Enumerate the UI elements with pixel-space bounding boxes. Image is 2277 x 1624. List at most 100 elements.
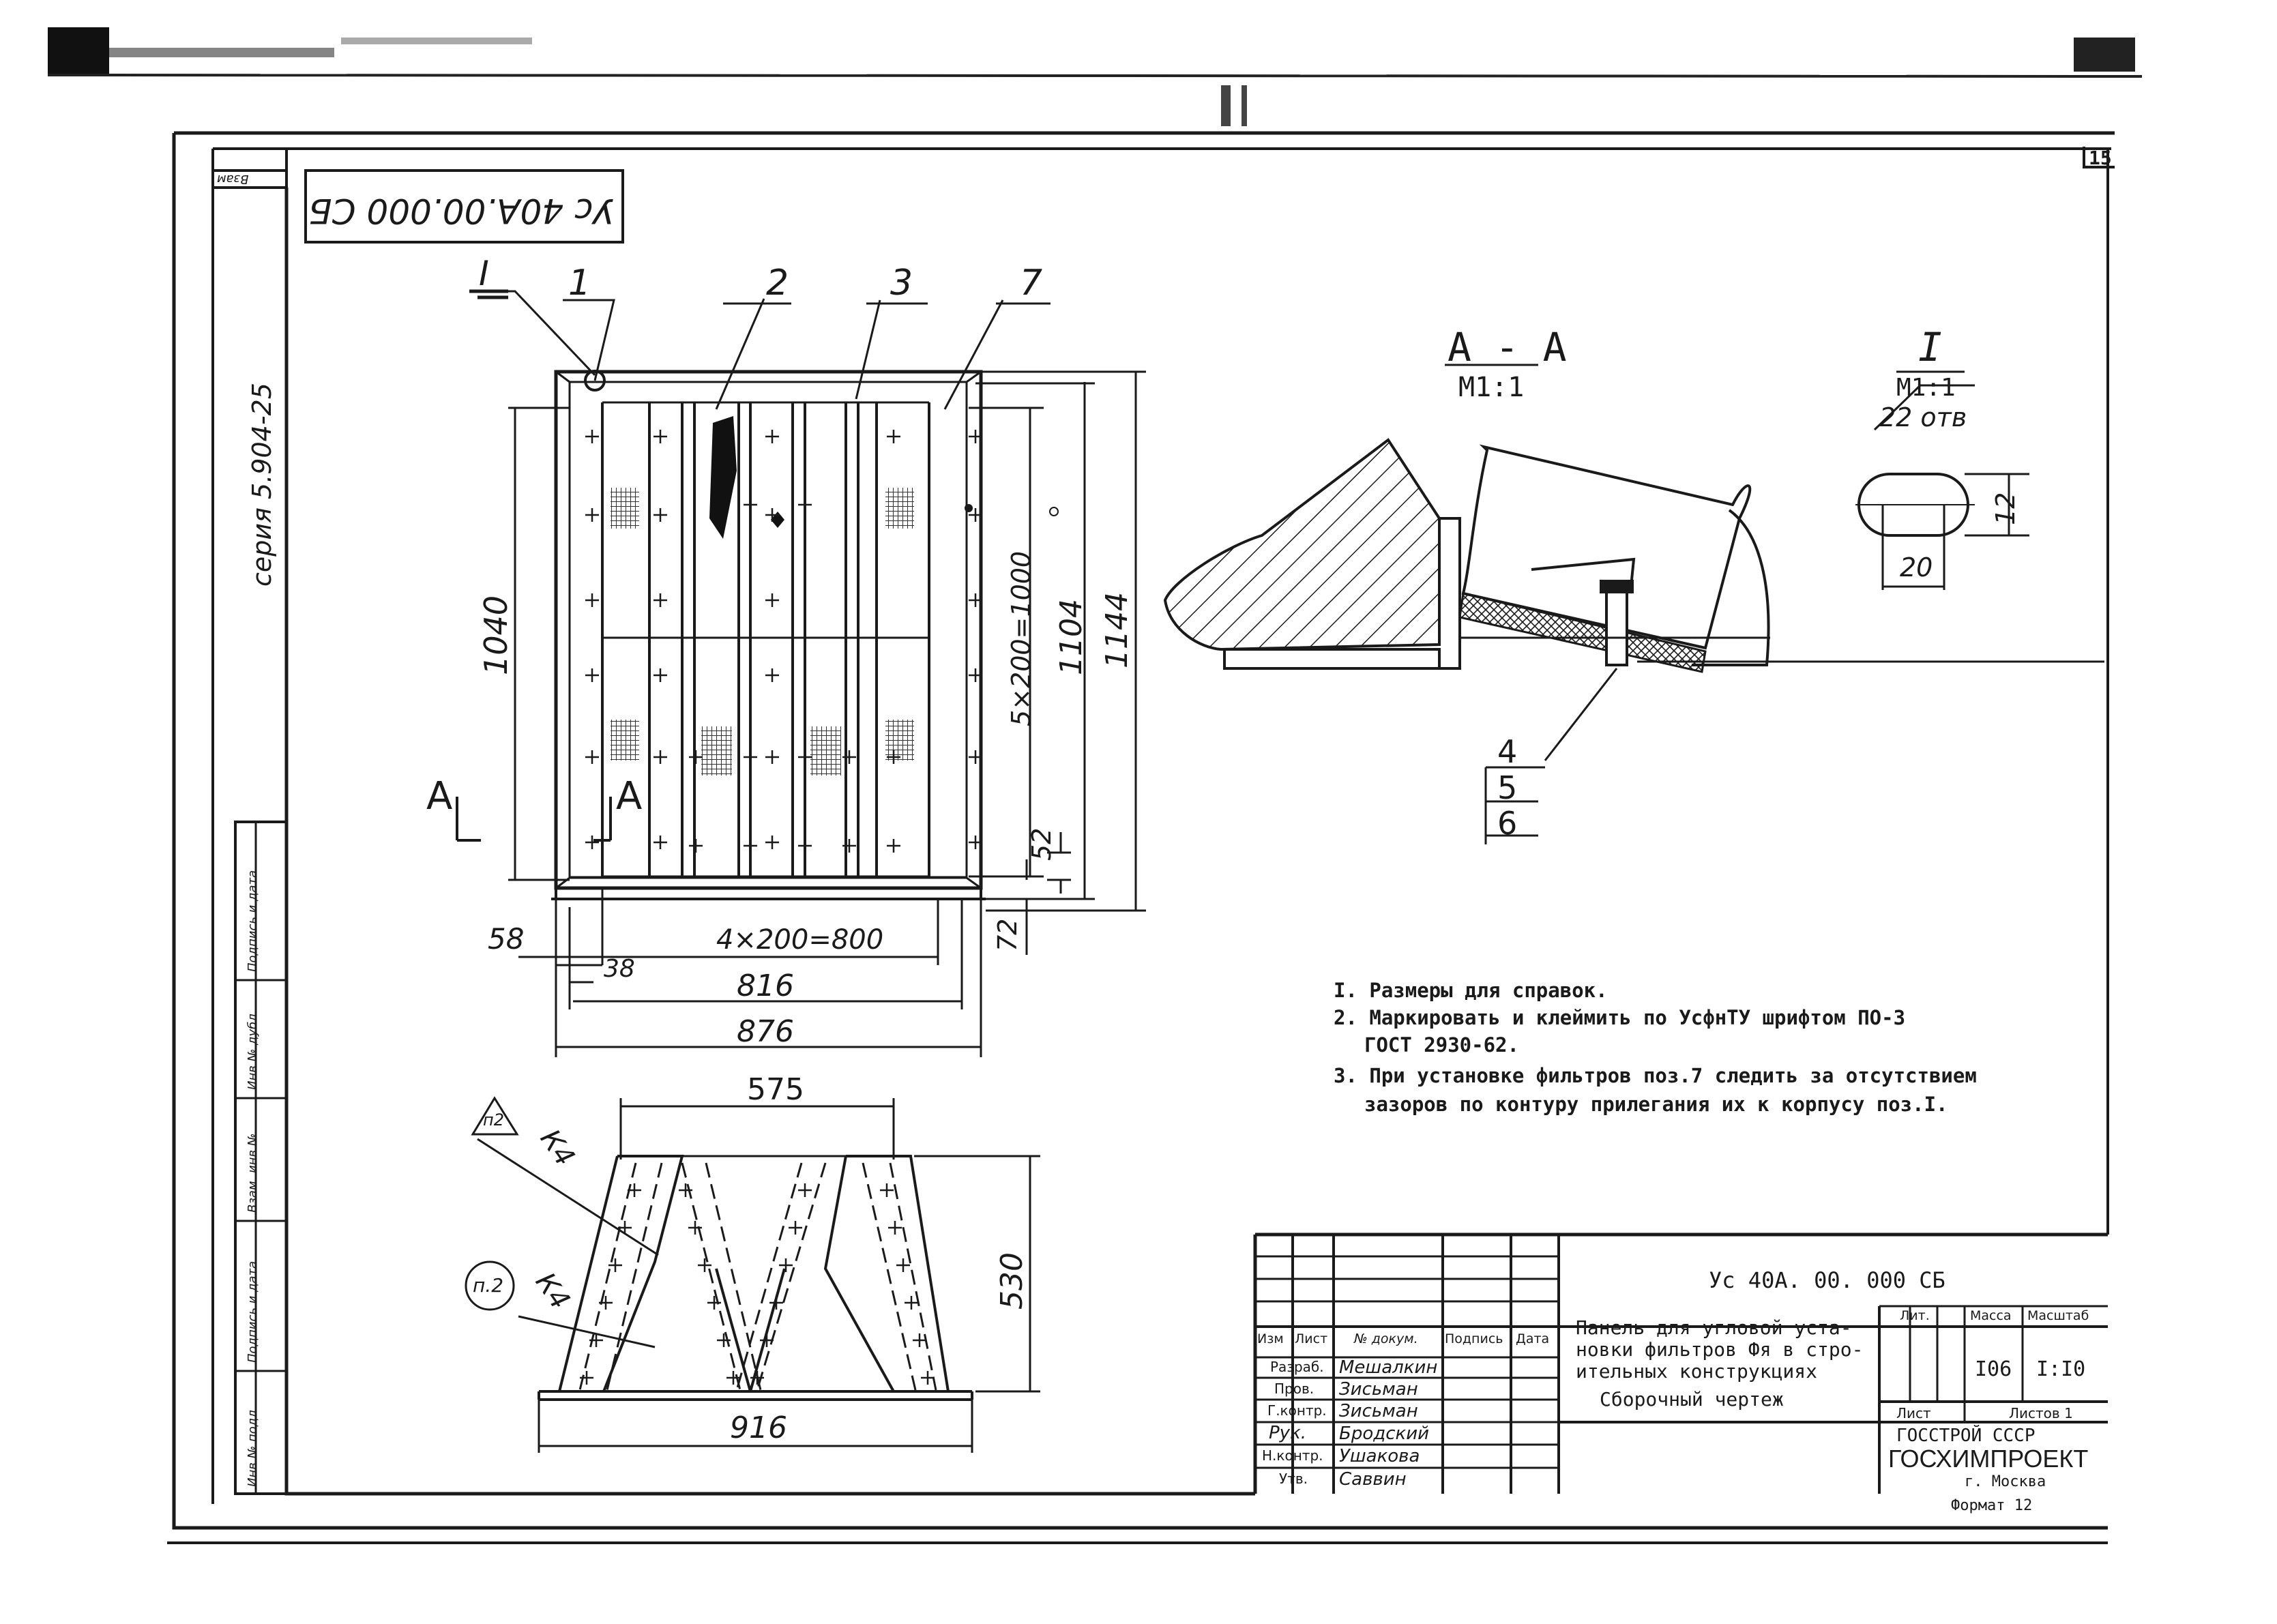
fastener-cross [698, 1258, 711, 1272]
fastener-cross [887, 839, 900, 853]
stamp-box [213, 149, 624, 243]
dim-876: 876 [737, 1014, 794, 1049]
section-aa-title: А - А [1448, 324, 1567, 370]
fastener-cross [689, 750, 703, 764]
section-mark-left: А [426, 774, 453, 818]
fastener-cross [921, 1371, 935, 1385]
dim-20: 20 [1900, 552, 1933, 582]
tb-header-date: Дата [1516, 1331, 1550, 1346]
tb-org-city: г. Москва [1965, 1473, 2046, 1490]
dim-916: 916 [730, 1411, 787, 1445]
fastener-cross [798, 750, 812, 764]
fastener-cross [689, 839, 703, 853]
callout-2: 2 [766, 263, 789, 304]
tb-name-line-1: Панель для угловой уста- [1576, 1316, 1852, 1339]
fastener-cross [653, 508, 667, 522]
dim-5x200: 5×200=1000 [1006, 550, 1036, 726]
fastener-cross [789, 1221, 802, 1235]
dim-52: 52 [1027, 827, 1057, 861]
tb-format: Формат 12 [1951, 1497, 2033, 1514]
fastener-cross [842, 750, 856, 764]
section-aa-scale: М1:1 [1458, 372, 1525, 403]
callout-1: 1 [568, 263, 591, 304]
stamp-corner-mark: Взам [217, 172, 249, 186]
fastener-cross [653, 430, 667, 443]
fastener-cross [707, 1296, 721, 1310]
section-callout-4: 4 [1497, 733, 1518, 770]
section-callout-6: 6 [1497, 805, 1518, 842]
left-strip-grid [234, 821, 288, 1495]
dim-1104: 1104 [1054, 599, 1089, 675]
fastener-cross [726, 1371, 740, 1385]
fastener-cross [969, 836, 982, 849]
fastener-cross [653, 593, 667, 607]
tb-org-gosstroy: ГОССТРОЙ СССР [1896, 1426, 2036, 1446]
note-3: 3. При установке фильтров поз.7 следить … [1334, 1064, 1977, 1087]
tb-name-1: Зисьман [1339, 1379, 1418, 1400]
fastener-cross [765, 836, 779, 849]
fastener-cross [765, 430, 779, 443]
dim-4x200: 4×200=800 [716, 924, 884, 956]
tb-header-mass: Масса [1970, 1308, 2012, 1323]
tb-name-4: Ушакова [1339, 1446, 1420, 1466]
fastener-cross [717, 1333, 731, 1347]
dim-816: 816 [737, 969, 794, 1003]
title-block-grid [1253, 1232, 2108, 1494]
tb-sheets-label: Листов 1 [2009, 1405, 2073, 1421]
weld-symbol-n2-bottom: п.2 [473, 1274, 504, 1297]
dim-530: 530 [995, 1252, 1029, 1310]
fastener-cross [744, 498, 757, 512]
fastener-cross [760, 1333, 774, 1347]
note-3-cont: зазоров по контуру прилегания их к корпу… [1364, 1093, 1948, 1116]
fastener-cross [905, 1296, 918, 1310]
tb-name-line-3: ительных конструкциях [1576, 1360, 1818, 1383]
fastener-cross [585, 593, 599, 607]
fastener-cross [585, 750, 599, 764]
tb-sheet-label: Лист [1896, 1405, 1931, 1421]
fastener-cross [913, 1333, 926, 1347]
dim-1040: 1040 [478, 595, 514, 675]
fastener-cross [779, 1258, 793, 1272]
fastener-cross [765, 593, 779, 607]
fastener-cross [679, 1183, 692, 1197]
fastener-cross [888, 1221, 902, 1235]
detail-i-title: I [1918, 324, 1942, 370]
fastener-cross [969, 593, 982, 607]
fastener-cross [585, 430, 599, 443]
strip-label-vzam: Взам. инв.№ [246, 1133, 260, 1213]
detail-i-scale: М1:1 [1896, 374, 1956, 402]
sheet-number: 15 [2089, 147, 2112, 169]
dim-1144: 1144 [1100, 592, 1134, 668]
fastener-cross [765, 508, 779, 522]
tb-designation: Ус 40А. 00. 000 СБ [1709, 1267, 1945, 1293]
tb-role-2: Г.контр. [1267, 1402, 1327, 1419]
fastener-cross [969, 668, 982, 682]
tb-name-0: Мешалкин [1339, 1357, 1438, 1378]
tb-name-line-2: новки фильтров Фя в стро- [1576, 1338, 1864, 1361]
note-1: I. Размеры для справок. [1334, 979, 1608, 1002]
fastener-cross [744, 750, 757, 764]
dim-12: 12 [1990, 492, 2021, 525]
fastener-cross [599, 1296, 613, 1310]
fastener-cross [798, 839, 812, 853]
callout-3: 3 [890, 263, 913, 304]
fastener-cross [589, 1333, 603, 1347]
fastener-cross [653, 836, 667, 849]
strip-label-inv-podl: Инв.№ подл. [246, 1406, 260, 1487]
tb-name-3: Бродский [1339, 1423, 1430, 1444]
side-view [465, 1096, 1040, 1453]
detail-mark-i: I [479, 254, 489, 293]
callout-7: 7 [1020, 263, 1043, 304]
fastener-cross [608, 1258, 622, 1272]
weld-symbol-n2-top: п2 [483, 1110, 504, 1130]
fastener-cross [653, 668, 667, 682]
tb-header-izm: Изм [1257, 1331, 1284, 1346]
tb-role-1: Пров. [1274, 1381, 1314, 1397]
section-callout-5: 5 [1497, 769, 1518, 806]
fastener-cross [585, 508, 599, 522]
fastener-cross [842, 839, 856, 853]
scan-noise [47, 27, 2143, 126]
note-2-cont: ГОСТ 2930-62. [1364, 1033, 1519, 1057]
tb-name-5: Саввин [1339, 1469, 1407, 1490]
